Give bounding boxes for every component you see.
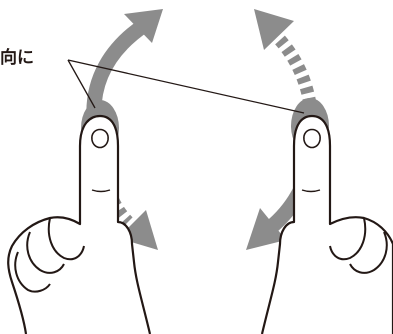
leader-line-left <box>67 59 96 109</box>
left-hand-icon <box>7 114 152 334</box>
right-dotted-arrow-shaft <box>275 35 317 106</box>
right-hand-icon <box>260 114 393 334</box>
left-solid-arrow-head <box>124 9 163 43</box>
right-solid-arrow-head <box>246 208 286 250</box>
callout-leader-lines <box>67 59 305 114</box>
leader-line-right <box>67 59 305 114</box>
right-dotted-arrow-head <box>254 9 294 50</box>
right-dotted-arrow <box>254 9 317 106</box>
callout-label: 向に <box>0 48 34 68</box>
